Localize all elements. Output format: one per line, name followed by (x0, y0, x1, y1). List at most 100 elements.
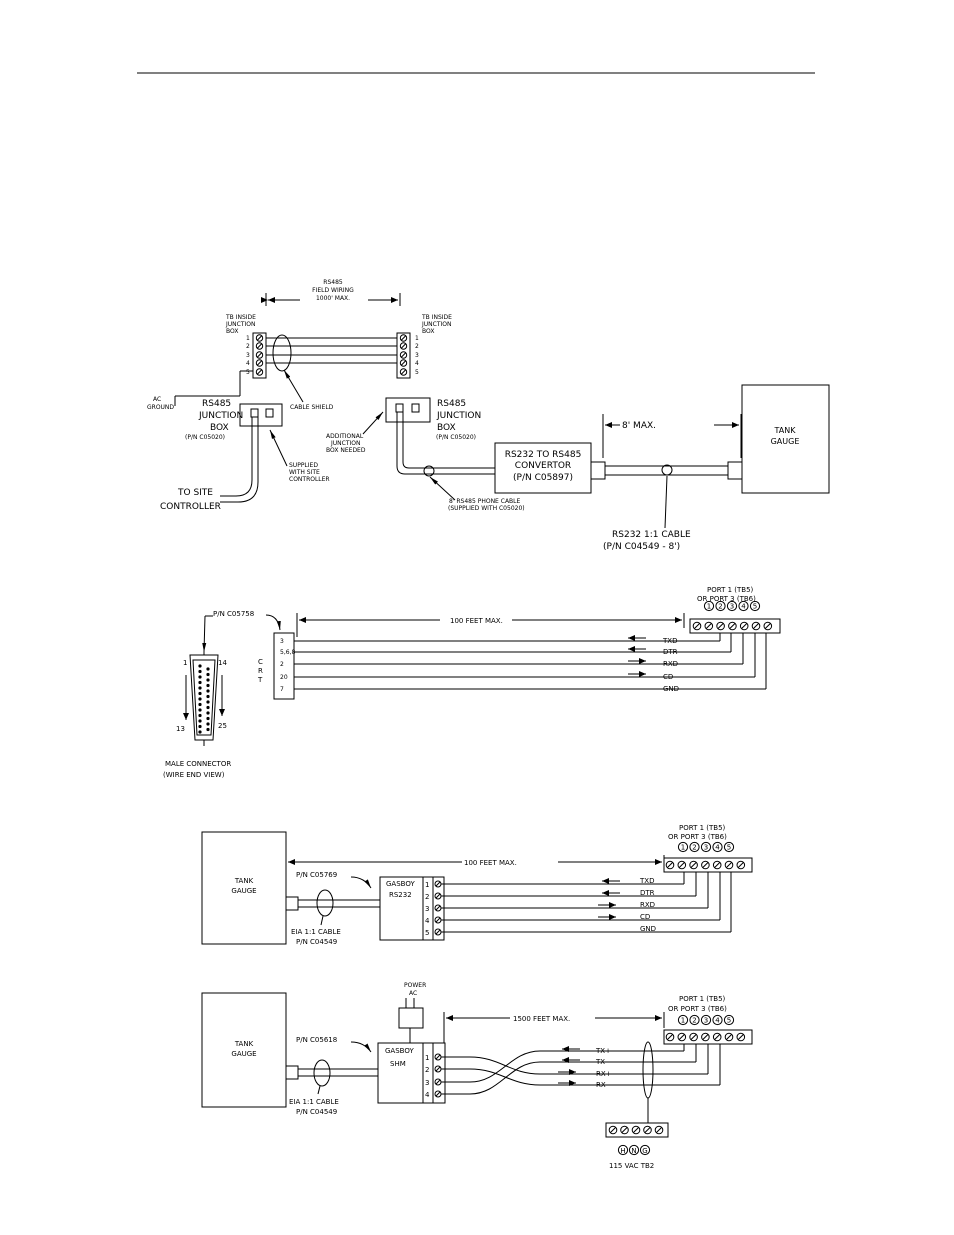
cable-shield-label: CABLE SHIELD (290, 404, 334, 411)
power-label-1: POWER (404, 982, 426, 989)
power-plug (398, 1007, 424, 1029)
additional-label-3: BOX NEEDED (326, 447, 366, 454)
tank-gauge-3-label-1: TANK (234, 1040, 254, 1048)
tb-right-label-1: TB INSIDE (421, 314, 452, 321)
to-site-label-2: CONTROLLER (160, 502, 221, 512)
tb-right-label-3: BOX (422, 328, 434, 335)
terminal-screw (728, 621, 737, 631)
gasboy-shm-label-2: SHM (390, 1060, 406, 1068)
terminal-screw (255, 334, 264, 342)
db25-pin (206, 678, 210, 682)
terminal-screw (255, 342, 264, 350)
terminal-screw (689, 860, 698, 870)
port-number: 4 (715, 1017, 720, 1025)
signal-label: RX- (596, 1081, 608, 1089)
port-number-circle (712, 1014, 723, 1026)
port-label-3b: OR PORT 3 (TB6) (668, 1005, 727, 1013)
rs232-cable-ferrite (661, 464, 673, 476)
port-number-circle (723, 841, 735, 853)
signal-label: TX+ (595, 1047, 611, 1055)
eia-cable-ferrite-1 (316, 889, 334, 917)
terminal-screw (724, 860, 734, 870)
port-number-circle (723, 1014, 735, 1026)
port-terminal-block-2 (663, 857, 753, 873)
tb-left-terminal-number: 3 (246, 352, 250, 359)
db25-pin (206, 689, 210, 693)
terminal-screw (399, 368, 408, 376)
tb-right-terminal-number: 5 (415, 369, 419, 376)
gasboy-rs232-label-1: GASBOY (386, 880, 415, 888)
tb-right-terminal-number: 2 (415, 343, 419, 350)
db25-pin (206, 683, 210, 688)
port-number-circle (689, 1014, 700, 1026)
port-number-circle (712, 841, 723, 853)
db25-pin (198, 675, 202, 679)
terminal-screw (399, 334, 408, 342)
signal-label: GND (663, 685, 679, 693)
diagram-gasboy-shm: TANK GAUGE POWER AC 1500 FEET MAX. P/N C… (201, 982, 753, 1170)
jbox-left-label-1: RS485 (202, 399, 231, 409)
phone-cable-label-1: 8' RS485 PHONE CABLE (449, 498, 521, 505)
field-wiring-label-1: RS485 (323, 279, 343, 286)
tb-left-label-3: BOX (226, 328, 238, 335)
db25-pin (206, 722, 210, 726)
gasboy-shm-label-1: GASBOY (385, 1047, 414, 1055)
tb2-letter-circle (628, 1144, 640, 1156)
terminal-screw (701, 1032, 710, 1042)
tb2-letter-circle (639, 1144, 651, 1156)
converter-label-2: CONVERTOR (515, 461, 571, 471)
rs232-cable-label-1: RS232 1:1 CABLE (612, 530, 691, 540)
terminal-screw (739, 621, 749, 631)
terminal-screw (712, 860, 722, 870)
wire (441, 1061, 541, 1095)
rs232-rs485-converter (494, 442, 592, 494)
db25-pin (198, 686, 202, 690)
tb2-letter: N (631, 1147, 636, 1155)
db25-pin (206, 727, 210, 732)
terminal-screw (399, 351, 408, 359)
port-terminal-block-3 (663, 1029, 753, 1045)
signal-label: TXD (639, 877, 654, 885)
pin-14-label: 14 (218, 659, 227, 667)
port-label-3a: PORT 1 (TB5) (679, 995, 726, 1003)
cable-shield-loop (272, 334, 292, 372)
port-number: 3 (704, 1017, 708, 1025)
db25-pin (198, 664, 202, 668)
phone-cable-ferrite (423, 465, 435, 477)
db25-pin (198, 697, 202, 701)
port-number-circle (726, 600, 738, 612)
tb-right-terminal-number: 4 (415, 360, 419, 367)
gasboy-terminal-number: 3 (425, 905, 429, 913)
tb-left-label-1: TB INSIDE (225, 314, 256, 321)
db25-pin (198, 702, 202, 707)
port-number: 3 (730, 603, 734, 611)
pin-25-label: 25 (218, 722, 227, 730)
terminal-screw (704, 621, 714, 631)
tb-right-label-2: JUNCTION (421, 321, 451, 328)
port-number: 4 (715, 844, 720, 852)
field-wiring-label-3: 1000' MAX. (316, 295, 350, 302)
port-number-circle (689, 841, 700, 853)
gasboy-terminal-number: 5 (425, 929, 429, 937)
signal-label: RXD (640, 901, 655, 909)
tb-left-label-2: JUNCTION (225, 321, 255, 328)
crt-pin-number: 5,6,8 (280, 649, 295, 656)
male-connector-label-1: MALE CONNECTOR (165, 760, 231, 768)
supplied-label-1: SUPPLIED (289, 462, 318, 469)
right-junction-box (385, 397, 431, 423)
db25-pin (206, 700, 210, 704)
port-number-circle (703, 600, 715, 612)
gasboy-terminal-number: 2 (425, 893, 429, 901)
supplied-label-2: WITH SITE (289, 469, 320, 476)
pin-13-label: 13 (176, 725, 185, 733)
tank-gauge-2-label-1: TANK (234, 877, 254, 885)
port-number: 2 (718, 603, 722, 611)
crt-pin-number: 3 (280, 638, 284, 645)
tb2-letter: G (642, 1147, 647, 1155)
gasboy-terminal-number: 4 (425, 917, 430, 925)
db25-pin (198, 708, 202, 712)
port-number: 2 (692, 844, 696, 852)
terminal-screw (712, 1032, 722, 1042)
terminal-screw (631, 1125, 641, 1135)
port-label-2b: OR PORT 3 (TB6) (668, 833, 727, 841)
